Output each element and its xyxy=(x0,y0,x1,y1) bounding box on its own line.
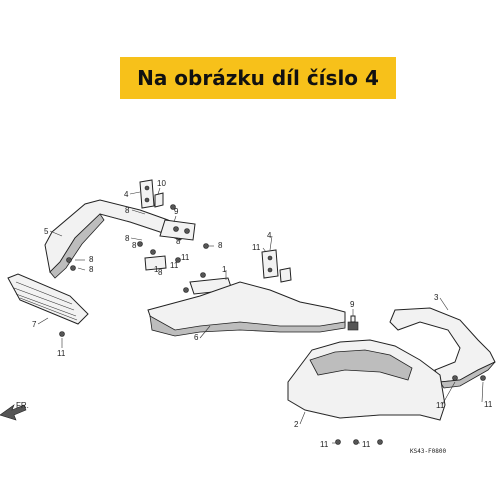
callout-9: 9 xyxy=(350,300,355,309)
callout-6: 6 xyxy=(194,333,199,342)
callout-10: 10 xyxy=(157,179,166,188)
callout-8: 8 xyxy=(176,237,181,246)
part-10-bracket xyxy=(154,192,164,208)
part-6-side-cowl xyxy=(147,281,346,337)
callout-8: 8 xyxy=(89,255,94,264)
banner-text: Na obrázku díl číslo 4 xyxy=(137,66,379,90)
callout-7: 7 xyxy=(32,320,37,329)
callout-11: 11 xyxy=(57,349,66,358)
part-number-banner: Na obrázku díl číslo 4 xyxy=(120,57,396,99)
callout-11: 11 xyxy=(436,401,445,410)
part-1-plate xyxy=(144,255,167,271)
part-5-grab-rail xyxy=(44,199,191,279)
callout-labels: 4 10 5 9 8 8 8 8 8 8 8 8 11 11 11 11 11 … xyxy=(32,179,493,449)
callout-5: 5 xyxy=(44,227,49,236)
callout-4: 4 xyxy=(124,190,129,199)
callout-8: 8 xyxy=(132,241,137,250)
part-4-upper-bracket xyxy=(139,179,155,209)
callout-8: 8 xyxy=(125,206,130,215)
callout-8: 8 xyxy=(158,268,163,277)
direction-label: FR. xyxy=(16,401,29,410)
callout-1: 1 xyxy=(154,265,159,274)
leader-lines xyxy=(37,187,484,444)
part-2-lower-panel xyxy=(287,339,446,421)
callout-2: 2 xyxy=(294,420,299,429)
callout-1: 1 xyxy=(222,265,227,274)
callout-8: 8 xyxy=(89,265,94,274)
callout-11: 11 xyxy=(362,440,371,449)
center-mount-bracket xyxy=(159,219,196,241)
callout-4-highlighted: 4 xyxy=(267,231,272,240)
callout-8: 8 xyxy=(125,234,130,243)
part-7-grille xyxy=(7,273,89,325)
callout-11: 11 xyxy=(170,261,179,270)
diagram-code: KS43-F0800 xyxy=(410,448,447,455)
front-direction-arrow: FR. xyxy=(0,401,29,421)
callout-11: 11 xyxy=(181,253,190,262)
callout-9: 9 xyxy=(174,207,179,216)
callout-11: 11 xyxy=(252,243,261,252)
part-4-side-bracket xyxy=(261,249,292,283)
callout-3: 3 xyxy=(434,293,439,302)
callout-11: 11 xyxy=(320,440,329,449)
part-9-grommet xyxy=(347,315,359,331)
fasteners xyxy=(59,204,486,445)
callout-11: 11 xyxy=(484,400,493,409)
callout-8: 8 xyxy=(218,241,223,250)
